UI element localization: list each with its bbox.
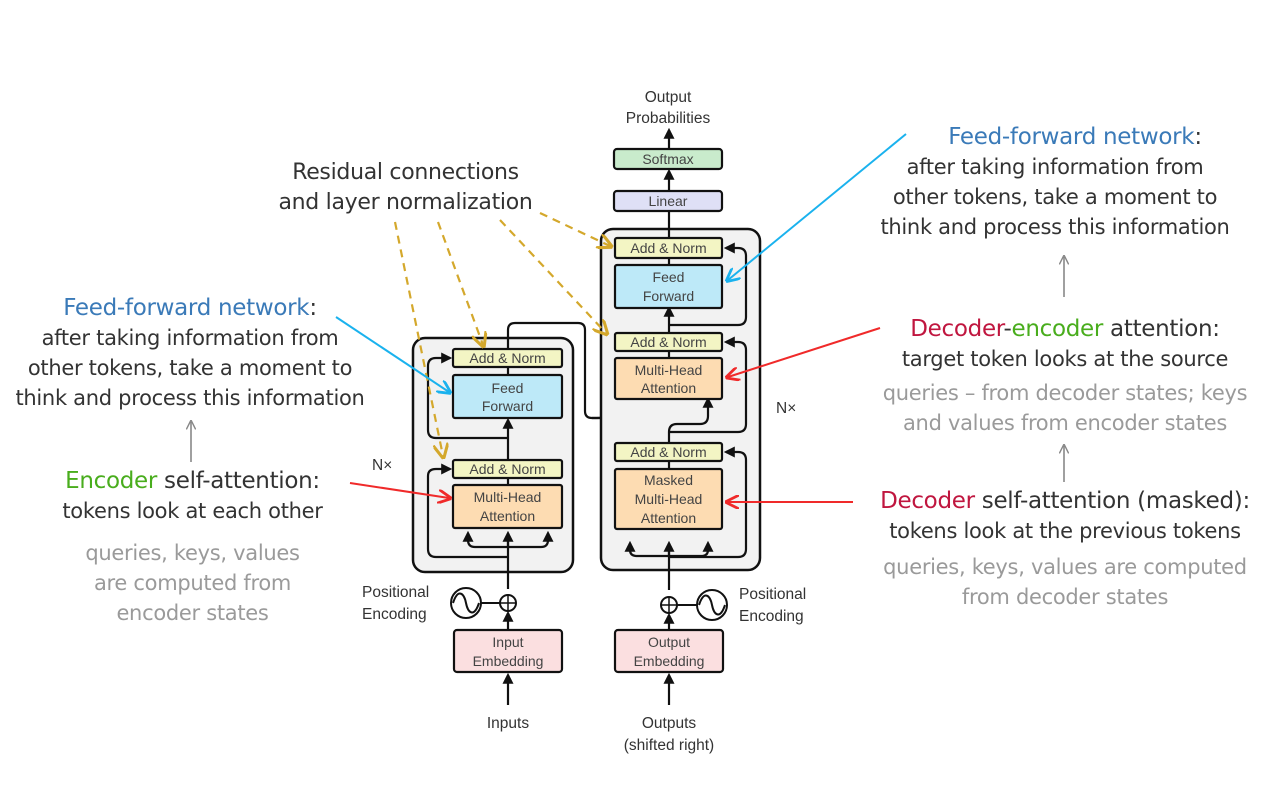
encoder-positional-label-2: Encoding: [362, 606, 427, 623]
decoder-block: Add & Norm Feed Forward Add & Norm Multi…: [599, 211, 796, 590]
inputs-label: Inputs: [487, 715, 529, 732]
encoder-ff-label-1: Feed: [492, 380, 524, 396]
encoder-self-attention-note-1: queries, keys, values: [85, 541, 300, 565]
decoder-add-norm-bottom-label: Add & Norm: [630, 444, 706, 460]
decoder-add-norm-bottom: [613, 441, 724, 463]
outputs-label-2: (shifted right): [624, 737, 714, 754]
encoder-ffn-residual: [426, 352, 508, 440]
residual-line-2: and layer normalization: [278, 190, 533, 215]
encoder-ffn-line-2: other tokens, take a moment to: [27, 356, 353, 380]
decoder-add-norm-middle: [613, 331, 724, 353]
decoder-positional-label-1: Positional: [739, 586, 806, 603]
input-embedding-label-2: Embedding: [473, 653, 544, 669]
decoder-self-attention-annotation: Decoder self-attention (masked): tokens …: [855, 486, 1273, 612]
decoder-nx-label: N×: [776, 400, 796, 417]
encoder-add-norm-top-label: Add & Norm: [469, 350, 545, 366]
decoder-masked-label-1: Masked: [644, 472, 693, 488]
decoder-query-arrow: [667, 396, 714, 443]
encoder-self-attention-annotation: Encoder self-attention: tokens look at e…: [40, 466, 345, 628]
encoder-mha-label-1: Multi-Head: [474, 489, 542, 505]
encoder-self-attention-line: tokens look at each other: [62, 499, 323, 523]
residual-pointers: [393, 212, 610, 456]
encoder-positional-label-1: Positional: [362, 584, 429, 601]
encoder-ffn-line-1: after taking information from: [41, 326, 339, 350]
decoder-self-residual: [669, 446, 748, 559]
decoder-encoder-attention-annotation: Decoder-encoder attention: target token …: [855, 314, 1273, 438]
residual-annotation: Residual connections and layer normaliza…: [268, 158, 543, 218]
decoder-encoder-line: target token looks at the source: [901, 347, 1229, 371]
input-embedding-label-1: Input: [492, 634, 523, 650]
decoder-encoder-note-2: and values from encoder states: [902, 411, 1228, 435]
encoder-self-attention-title-colored: Encoder: [65, 468, 158, 494]
encoder-output-connection: [506, 321, 661, 420]
residual-pointer-encoder-bottom: [393, 221, 443, 456]
decoder-cross-attention: [613, 356, 724, 401]
decoder-ffn-line-1: after taking information from: [906, 155, 1204, 179]
encoder-attention-pointer: [349, 482, 449, 498]
decoder-ff-label-1: Feed: [653, 269, 685, 285]
input-embedding-box: [452, 628, 564, 674]
encoder-ffn-title: Feed-forward network: [63, 295, 310, 321]
encoder-add-norm-bottom-label: Add & Norm: [469, 461, 545, 477]
decoder-feed-forward: [613, 263, 724, 310]
decoder-ffn-title: Feed-forward network: [948, 124, 1195, 150]
decoder-masked-label-3: Attention: [641, 510, 696, 526]
decoder-cross-label-1: Multi-Head: [635, 362, 703, 378]
encoder-ffn-line-3: think and process this information: [15, 386, 365, 410]
decoder-masked-attention: [613, 467, 724, 531]
encoder-self-attention-note-3: encoder states: [116, 601, 269, 625]
linear-label: Linear: [649, 193, 688, 209]
encoder-self-attention-note-2: are computed from: [93, 571, 292, 595]
decoder-ffn-annotation: Feed-forward network: after taking infor…: [855, 122, 1255, 242]
encoder-feed-forward: [451, 373, 564, 420]
decoder-ff-label-2: Forward: [643, 288, 694, 304]
decoder-encoder-title-part2: encoder: [1011, 316, 1104, 342]
decoder-self-attention-note-2: from decoder states: [961, 585, 1169, 609]
residual-line-1: Residual connections: [292, 160, 519, 185]
encoder-block: Add & Norm Feed Forward Add & Norm Multi…: [372, 336, 575, 589]
decoder-self-attention-title-rest: self-attention (masked):: [974, 488, 1250, 514]
decoder-encoder-title-part1: Decoder: [910, 316, 1004, 342]
decoder-self-attention-note-1: queries, keys, values are computed: [883, 555, 1247, 579]
decoder-positional-label-2: Encoding: [739, 608, 804, 625]
encoder-ff-label-2: Forward: [482, 398, 533, 414]
decoder-cross-residual: [669, 336, 748, 434]
encoder-add-norm-bottom: [451, 458, 564, 480]
encoder-nx-label: N×: [372, 457, 392, 474]
cross-attention-pointer: [728, 327, 881, 377]
decoder-ffn-line-2: other tokens, take a moment to: [892, 185, 1218, 209]
decoder-positional-encoding-icon: [696, 589, 728, 621]
output-embedding-box: [613, 628, 725, 674]
softmax-label: Softmax: [642, 151, 693, 167]
output-embedding-label-2: Embedding: [634, 653, 705, 669]
encoder-ffn-pointer: [335, 316, 449, 392]
decoder-add-norm-top-label: Add & Norm: [630, 240, 706, 256]
encoder-attn-residual: [426, 463, 508, 559]
output-probabilities-label-1: Output: [645, 89, 692, 106]
encoder-multi-head-attention: [451, 483, 564, 530]
encoder-self-attention-title-rest: self-attention:: [157, 468, 320, 494]
residual-pointer-decoder-top: [539, 212, 610, 246]
decoder-cross-label-2: Attention: [641, 380, 696, 396]
outputs-label-1: Outputs: [642, 715, 697, 732]
output-probabilities-label-2: Probabilities: [626, 110, 711, 127]
decoder-self-attention-line: tokens look at the previous tokens: [889, 519, 1241, 543]
decoder-masked-label-2: Multi-Head: [635, 491, 703, 507]
decoder-add-norm-middle-label: Add & Norm: [630, 334, 706, 350]
decoder-ffn-line-3: think and process this information: [880, 215, 1230, 239]
decoder-ffn-pointer: [728, 133, 907, 280]
encoder-ffn-annotation: Feed-forward network: after taking infor…: [0, 293, 380, 413]
residual-pointer-decoder-middle: [499, 219, 606, 333]
decoder-self-attention-title-colored: Decoder: [880, 488, 975, 514]
output-embedding-label-1: Output: [648, 634, 690, 650]
residual-pointer-encoder-top: [436, 221, 483, 345]
decoder-encoder-note-1: queries – from decoder states; keys: [882, 381, 1248, 405]
encoder-mha-label-2: Attention: [480, 508, 535, 524]
decoder-ffn-residual: [669, 242, 748, 327]
encoder-positional-encoding-icon: [450, 587, 482, 619]
